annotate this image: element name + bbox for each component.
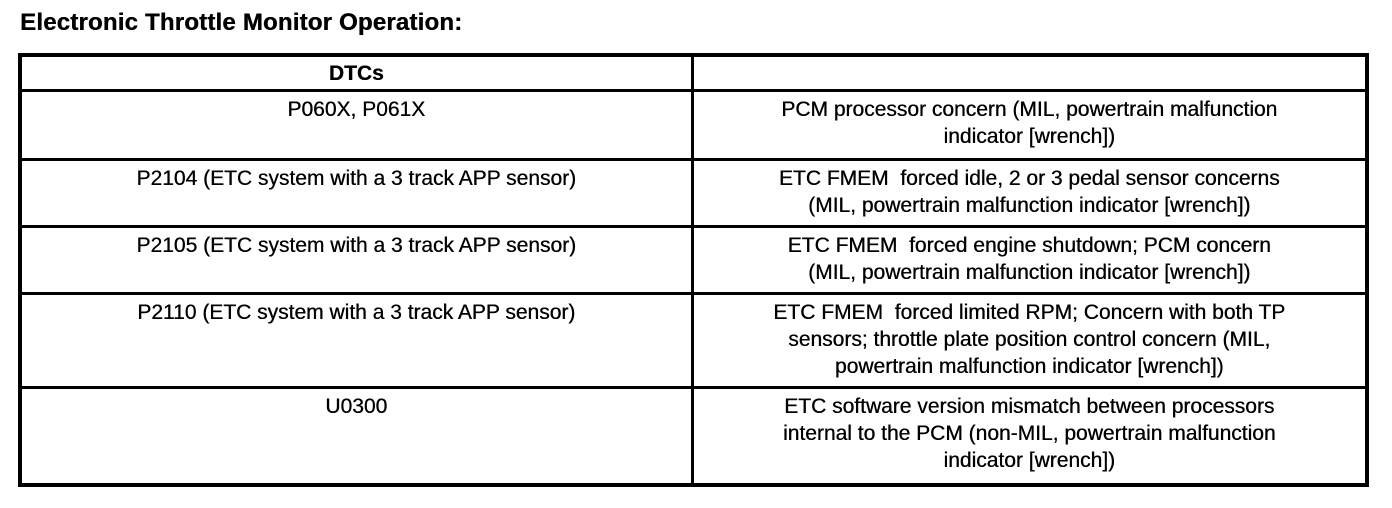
dtc-cell: P060X, P061X <box>18 89 694 161</box>
table-row: P060X, P061X PCM processor concern (MIL,… <box>18 89 1369 161</box>
dtc-cell: P2105 (ETC system with a 3 track APP sen… <box>18 225 694 295</box>
description-column-header <box>690 53 1369 92</box>
description-cell: ETC FMEM forced engine shutdown; PCM con… <box>690 225 1369 295</box>
dtc-cell: U0300 <box>18 386 694 487</box>
table-header-row: DTCs <box>18 53 1369 92</box>
description-cell: PCM processor concern (MIL, powertrain m… <box>690 89 1369 161</box>
table-row: U0300 ETC software version mismatch betw… <box>18 386 1369 487</box>
dtc-table: DTCs P060X, P061X PCM processor concern … <box>18 53 1369 487</box>
dtc-cell: P2110 (ETC system with a 3 track APP sen… <box>18 292 694 389</box>
table-row: P2104 (ETC system with a 3 track APP sen… <box>18 158 1369 228</box>
table-row: P2105 (ETC system with a 3 track APP sen… <box>18 225 1369 295</box>
description-cell: ETC FMEM forced limited RPM; Concern wit… <box>690 292 1369 389</box>
description-cell: ETC software version mismatch between pr… <box>690 386 1369 487</box>
dtc-cell: P2104 (ETC system with a 3 track APP sen… <box>18 158 694 228</box>
table-row: P2110 (ETC system with a 3 track APP sen… <box>18 292 1369 389</box>
dtc-column-header: DTCs <box>18 53 694 92</box>
page-title: Electronic Throttle Monitor Operation: <box>20 9 463 36</box>
description-cell: ETC FMEM forced idle, 2 or 3 pedal senso… <box>690 158 1369 228</box>
